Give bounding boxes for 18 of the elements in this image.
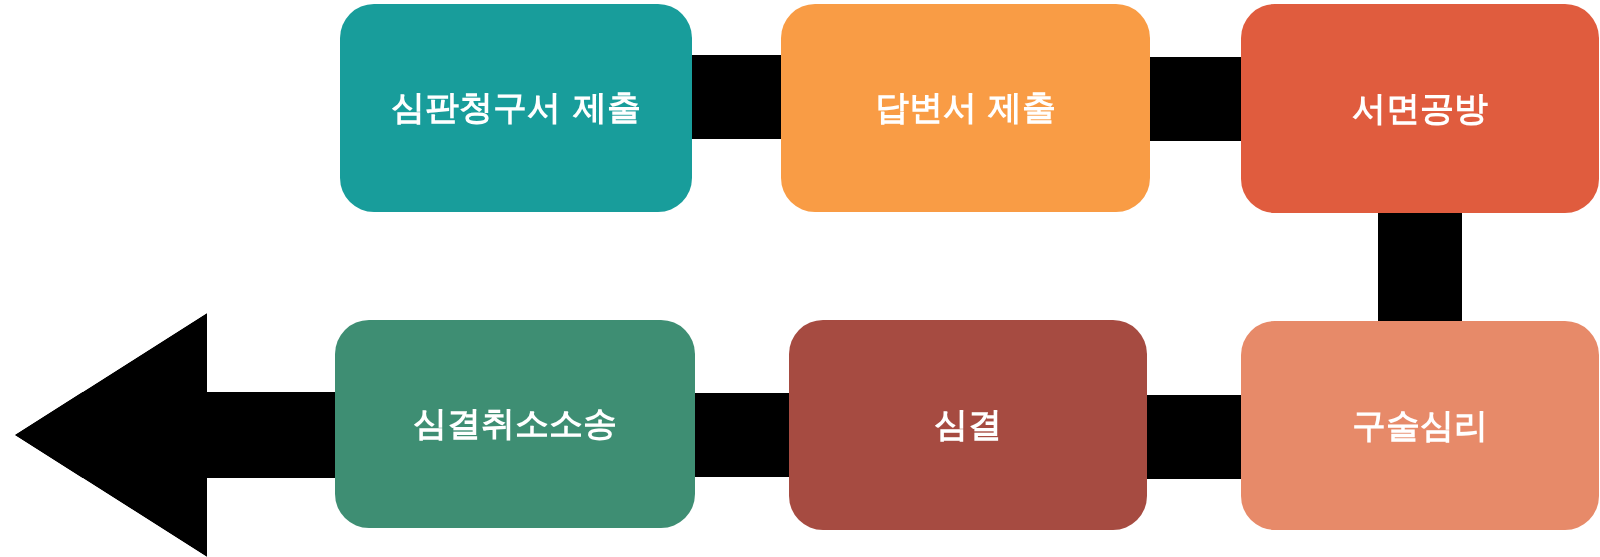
step-box xyxy=(781,4,1150,212)
arrow xyxy=(15,313,335,557)
step-label: 심판청구서 제출 xyxy=(391,88,641,128)
step-box xyxy=(335,320,695,528)
step-label: 구술심리 xyxy=(1352,405,1488,446)
step-label: 심결 xyxy=(934,405,1002,445)
step-box xyxy=(1241,4,1599,213)
step-box xyxy=(1241,321,1599,530)
connector-bar xyxy=(1378,213,1462,321)
connector-bar xyxy=(1150,57,1241,141)
step-label: 답변서 제출 xyxy=(874,88,1057,128)
connector-bar xyxy=(692,55,781,139)
connector-bar xyxy=(1147,395,1241,479)
step-box xyxy=(789,320,1147,530)
step-box xyxy=(340,4,692,212)
connector-bar xyxy=(695,393,789,477)
step-label: 심결취소소송 xyxy=(413,404,617,444)
step-label: 서면공방 xyxy=(1352,88,1488,129)
